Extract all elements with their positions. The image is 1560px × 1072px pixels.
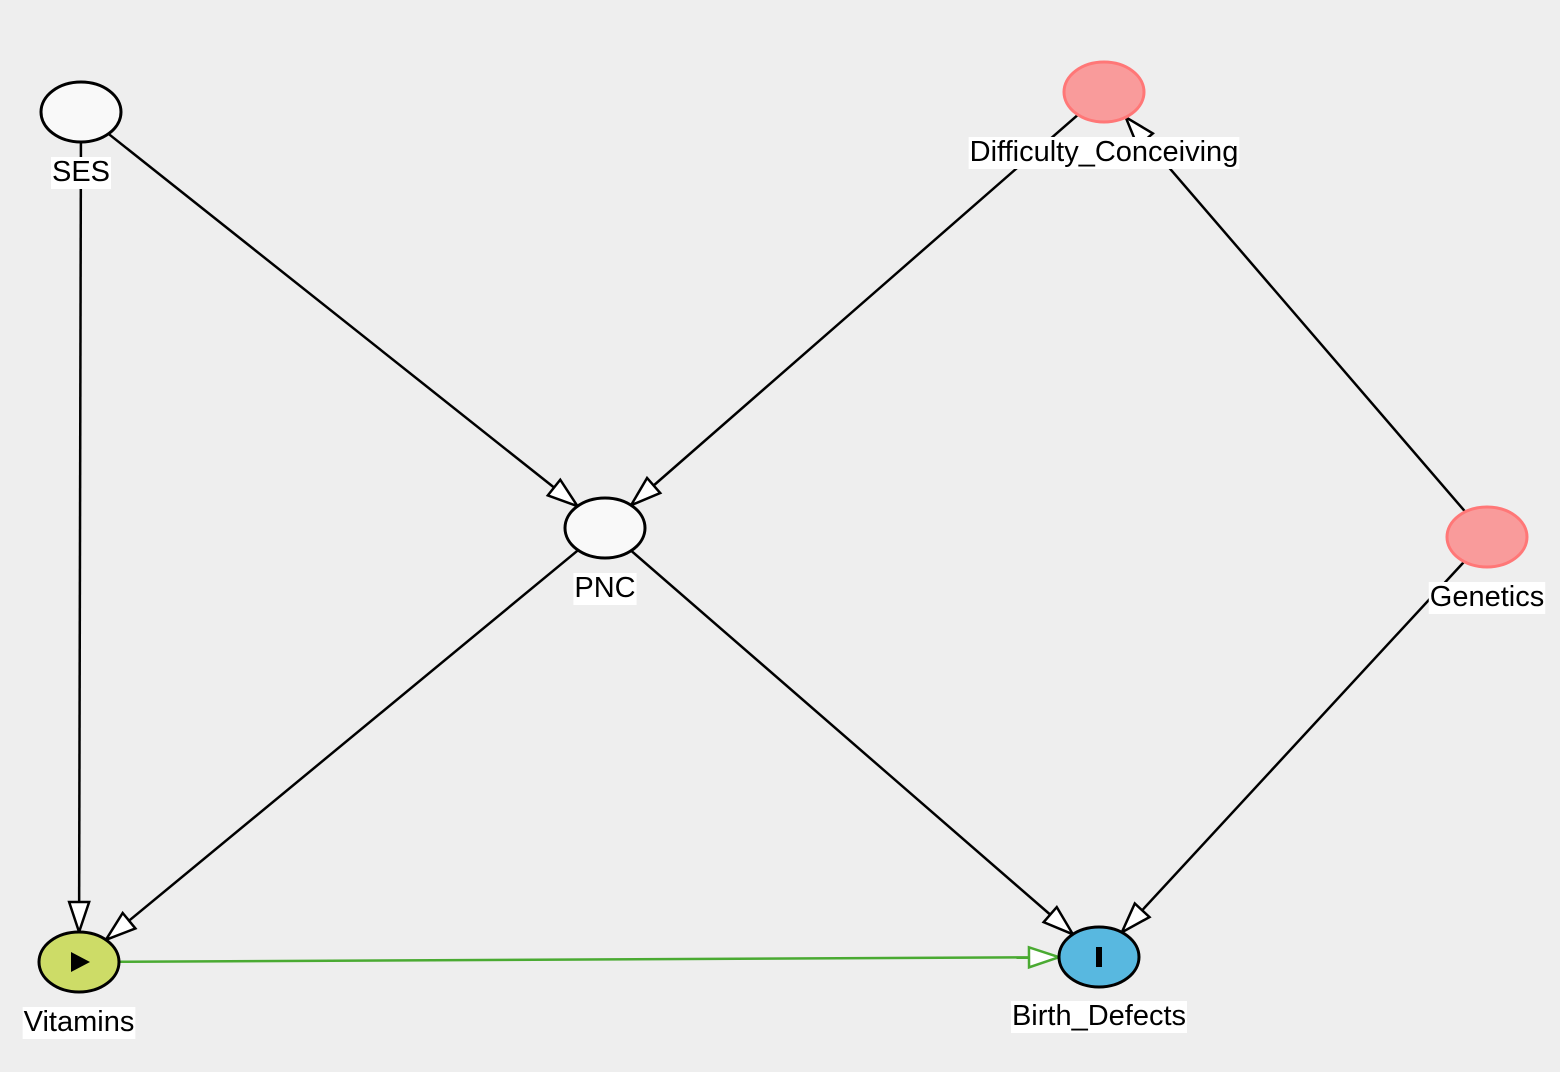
arrowhead-icon	[628, 475, 663, 508]
node-Difficulty_Conceiving[interactable]	[1062, 60, 1146, 124]
edge-Genetics-to-Birth_Defects[interactable]	[1119, 560, 1466, 936]
arrowhead-icon	[67, 900, 91, 936]
arrowhead-icon	[545, 477, 581, 509]
bar-icon	[1096, 947, 1102, 967]
node-ellipse[interactable]	[1062, 60, 1146, 124]
edge-Vitamins-to-Birth_Defects[interactable]	[118, 945, 1063, 970]
edge-PNC-to-Vitamins[interactable]	[102, 549, 579, 943]
edge-SES-to-PNC[interactable]	[107, 132, 581, 509]
node-label-text: PNC	[574, 572, 635, 604]
arrowhead-icon	[1119, 901, 1152, 936]
arrowhead-icon	[102, 910, 138, 943]
node-label-SES: SES	[50, 156, 112, 189]
arrowhead-icon	[1027, 945, 1063, 970]
node-ellipse[interactable]	[39, 80, 123, 144]
nodes-layer	[37, 60, 1529, 994]
edge-SES-to-Vitamins[interactable]	[67, 141, 91, 936]
node-label-text: Vitamins	[24, 1006, 135, 1038]
edge-Difficulty_Conceiving-to-PNC[interactable]	[628, 113, 1079, 508]
node-label-PNC: PNC	[573, 572, 637, 605]
node-PNC[interactable]	[563, 496, 647, 560]
edge-PNC-to-Birth_Defects[interactable]	[630, 549, 1076, 937]
edges-layer	[67, 113, 1467, 970]
node-ellipse[interactable]	[563, 496, 647, 560]
node-label-Difficulty_Conceiving: Difficulty_Conceiving	[968, 136, 1240, 169]
node-SES[interactable]	[39, 80, 123, 144]
edge-Genetics-to-Difficulty_Conceiving[interactable]	[1123, 114, 1467, 513]
node-Vitamins[interactable]	[37, 930, 121, 994]
node-label-Vitamins: Vitamins	[22, 1006, 136, 1039]
node-label-text: Birth_Defects	[1012, 1000, 1186, 1032]
node-ellipse[interactable]	[1445, 505, 1529, 569]
node-label-Birth_Defects: Birth_Defects	[1010, 1000, 1188, 1033]
node-Genetics[interactable]	[1445, 505, 1529, 569]
node-label-Genetics: Genetics	[1428, 581, 1546, 614]
node-Birth_Defects[interactable]	[1057, 925, 1141, 989]
node-label-text: Difficulty_Conceiving	[970, 136, 1239, 168]
node-label-text: Genetics	[1430, 581, 1544, 613]
play-icon	[71, 952, 90, 972]
arrowhead-icon	[1041, 904, 1076, 937]
node-label-text: SES	[52, 156, 110, 188]
